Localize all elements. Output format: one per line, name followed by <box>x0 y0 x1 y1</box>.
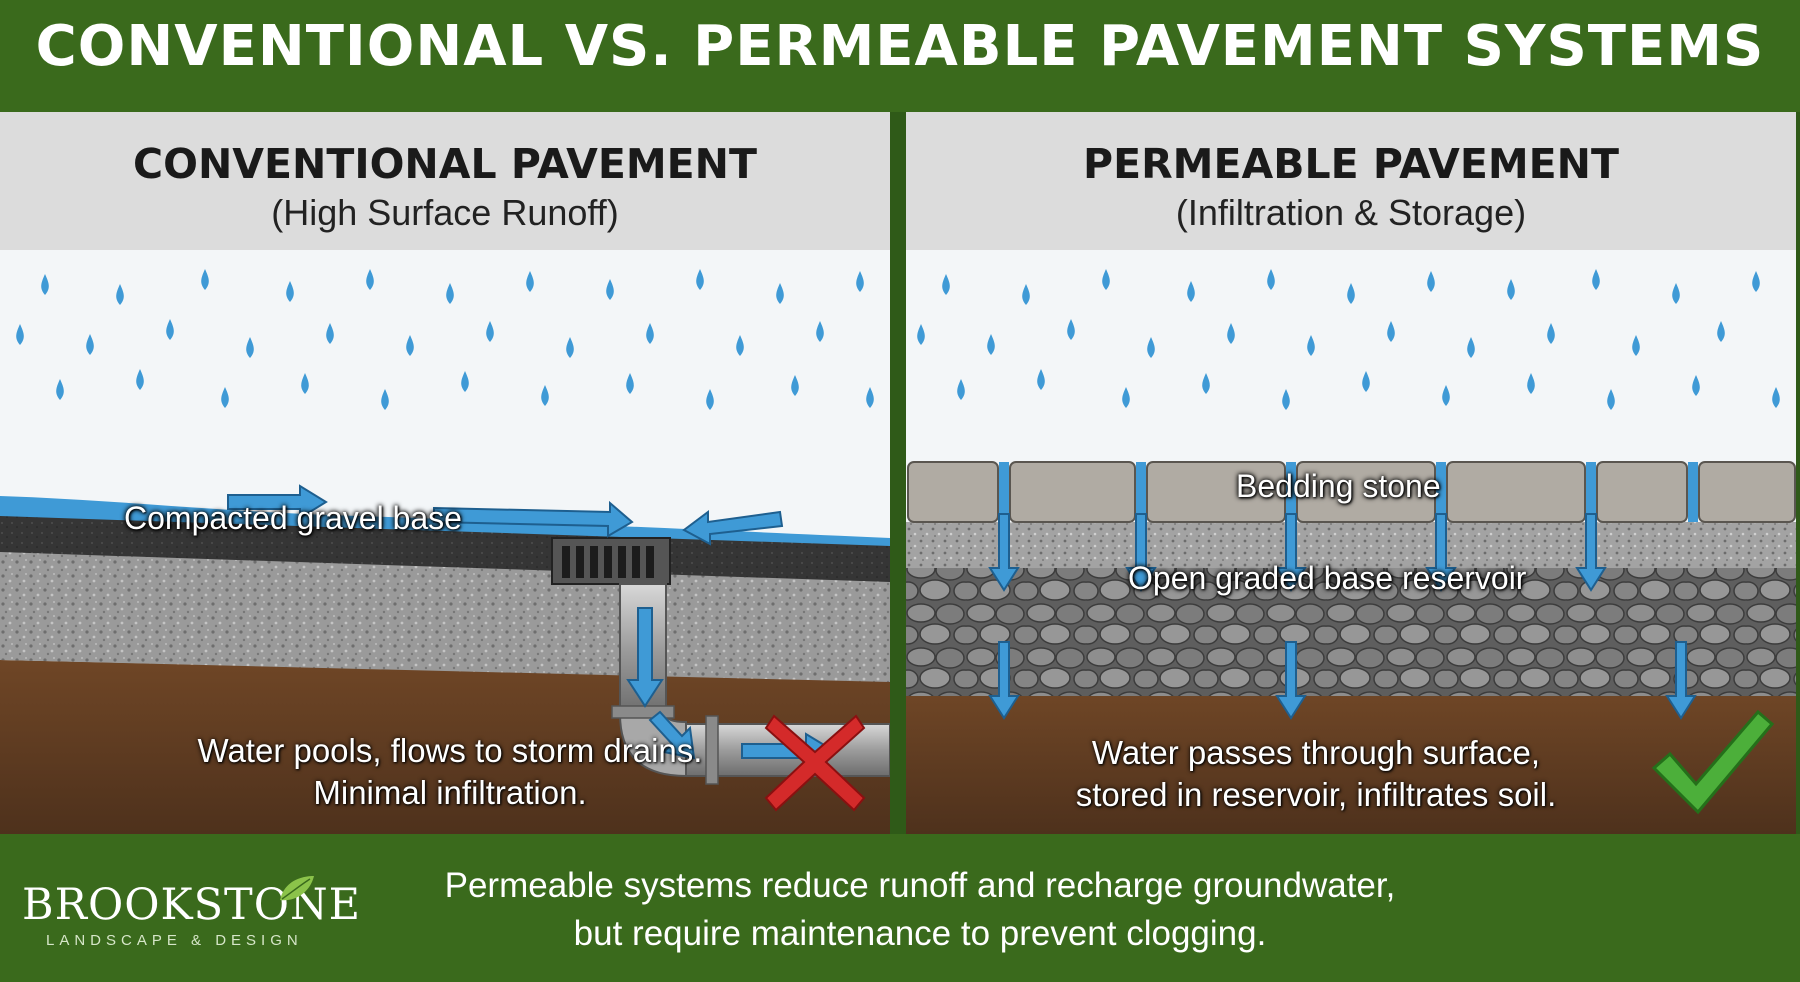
permeable-caption: Water passes through surface, stored in … <box>1036 732 1596 816</box>
permeable-caption-line2: stored in reservoir, infiltrates soil. <box>1075 776 1557 813</box>
pavers <box>907 461 1796 523</box>
conventional-subtitle: (High Surface Runoff) <box>271 192 619 233</box>
conventional-caption-line1: Water pools, flows to storm drains. <box>197 732 703 769</box>
footer-note-line1: Permeable systems reduce runoff and rech… <box>444 866 1396 905</box>
red-x-icon <box>764 714 866 812</box>
header-bar: CONVENTIONAL VS. PERMEABLE PAVEMENT SYST… <box>0 0 1800 112</box>
footer-note: Permeable systems reduce runoff and rech… <box>350 862 1490 958</box>
conventional-caption: Water pools, flows to storm drains. Mini… <box>150 730 750 814</box>
leaf-icon <box>280 876 314 901</box>
page-title: CONVENTIONAL VS. PERMEABLE PAVEMENT SYST… <box>35 14 1765 79</box>
permeable-diagram <box>906 250 1796 834</box>
permeable-subtitle: (Infiltration & Storage) <box>1175 192 1527 233</box>
permeable-title: PERMEABLE PAVEMENT <box>1083 140 1619 188</box>
permeable-caption-line1: Water passes through surface, <box>1091 734 1541 771</box>
bedding-stone-label: Bedding stone <box>1236 468 1441 504</box>
gravel-base-label: Compacted gravel base <box>124 500 462 536</box>
conventional-header: CONVENTIONAL PAVEMENT (High Surface Runo… <box>0 112 890 250</box>
brand-logo: BROOKSTONE LANDSCAPE & DESIGN <box>22 876 360 949</box>
permeable-header: PERMEABLE PAVEMENT (Infiltration & Stora… <box>906 112 1796 250</box>
conventional-panel: CONVENTIONAL PAVEMENT (High Surface Runo… <box>0 112 890 834</box>
reservoir-label: Open graded base reservoir <box>1128 560 1527 596</box>
brand-tagline: LANDSCAPE & DESIGN <box>46 932 303 949</box>
conventional-diagram <box>0 250 890 834</box>
green-check-icon <box>1651 709 1775 815</box>
conventional-caption-line2: Minimal infiltration. <box>313 774 587 811</box>
conventional-title: CONVENTIONAL PAVEMENT <box>133 140 757 188</box>
footer-note-line2: but require maintenance to prevent clogg… <box>573 914 1267 953</box>
storm-drain-grate <box>551 537 671 585</box>
permeable-panel: PERMEABLE PAVEMENT (Infiltration & Stora… <box>906 112 1796 834</box>
footer: BROOKSTONE LANDSCAPE & DESIGN Permeable … <box>0 834 1800 982</box>
